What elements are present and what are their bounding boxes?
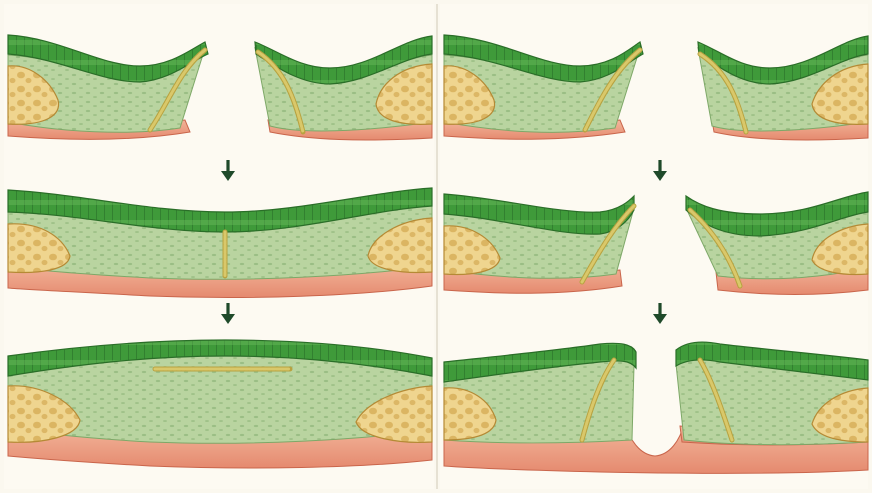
left-step3: [8, 340, 432, 468]
